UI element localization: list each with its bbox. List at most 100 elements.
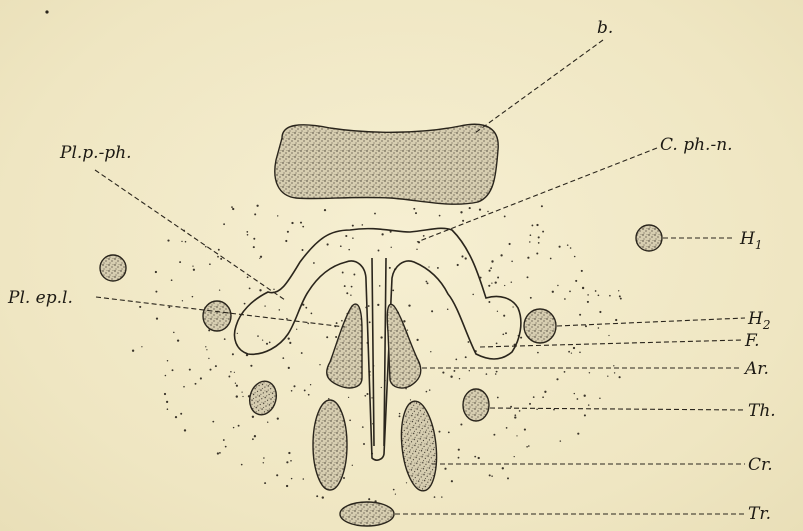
stipple-dot — [156, 318, 158, 320]
stipple-dot — [286, 461, 288, 463]
stipple-dot — [302, 226, 304, 228]
stipple-dot — [219, 289, 220, 290]
stipple-dot — [155, 291, 157, 293]
stipple-dot — [288, 452, 290, 454]
stipple-dot — [223, 439, 225, 441]
stipple-dot — [381, 233, 383, 235]
stipple-dot — [175, 416, 177, 418]
stipple-dot — [303, 478, 305, 480]
stipple-dot — [183, 386, 185, 388]
stipple-dot — [544, 391, 546, 393]
stipple-dot — [322, 496, 324, 498]
stipple-dot — [599, 397, 601, 399]
stipple-dot — [408, 304, 410, 306]
stipple-dot — [165, 375, 167, 377]
stipple-dot — [416, 339, 418, 341]
stipple-dot — [514, 456, 515, 457]
structure-left-round — [100, 255, 126, 281]
stipple-dot — [208, 358, 209, 359]
stipple-dot — [497, 277, 499, 279]
stipple-dot — [266, 343, 268, 345]
structure-th-right — [463, 389, 489, 421]
stipple-dot — [232, 208, 234, 210]
stipple-dot — [167, 408, 169, 410]
stipple-dot — [530, 234, 532, 236]
stipple-dot — [451, 480, 453, 482]
stipple-dot — [614, 372, 615, 373]
stipple-dot — [581, 270, 583, 272]
stipple-dot — [399, 413, 400, 414]
stipple-dot — [304, 389, 306, 391]
stipple-dot — [311, 313, 313, 315]
stipple-dot — [574, 393, 575, 394]
stipple-dot — [527, 276, 529, 278]
structure-ar-left — [327, 304, 362, 388]
stipple-dot — [459, 378, 460, 379]
stipple-dot — [407, 329, 408, 330]
stipple-dot — [447, 308, 449, 310]
stipple-dot — [181, 241, 182, 242]
stipple-dot — [504, 285, 505, 286]
stipple-dot — [374, 213, 376, 215]
stipple-dot — [351, 286, 353, 288]
stipple-dot — [504, 215, 506, 217]
stipple-dot — [430, 351, 431, 352]
stipple-dot — [559, 246, 561, 248]
stipple-dot — [428, 266, 429, 267]
stipple-dot — [276, 474, 278, 476]
stipple-dot — [233, 427, 234, 428]
stipple-dot — [192, 265, 193, 266]
stipple-dot — [441, 496, 442, 497]
stipple-dot — [465, 257, 467, 259]
stipple-dot — [598, 327, 600, 329]
stipple-dot — [185, 241, 187, 243]
stipple-dot — [505, 332, 507, 334]
stipple-dot — [584, 395, 586, 397]
stipple-dot — [537, 352, 539, 354]
stipple-dot — [366, 393, 368, 395]
stipple-dot — [217, 256, 219, 258]
stipple-dot — [215, 365, 217, 367]
stipple-dot — [458, 457, 460, 459]
stipple-dot — [228, 376, 230, 378]
stipple-dot — [164, 393, 166, 395]
stipple-dot — [242, 396, 243, 397]
stipple-dot — [439, 215, 441, 217]
stipple-dot — [269, 342, 271, 344]
stipple-dot — [336, 322, 338, 324]
stipple-dot — [180, 413, 182, 415]
stipple-dot — [519, 410, 521, 412]
stipple-dot — [496, 371, 498, 373]
stipple-dot — [250, 365, 252, 367]
stipple-dot — [307, 323, 309, 325]
stipple-dot — [570, 247, 572, 249]
stipple-dot — [538, 236, 540, 238]
stipple-dot — [488, 301, 490, 303]
structure-ar-right — [387, 304, 421, 388]
stipple-dot — [139, 306, 141, 308]
stipple-dot — [455, 359, 457, 361]
stray-mark — [45, 10, 48, 13]
stipple-dot — [246, 231, 248, 233]
stipple-dot — [557, 285, 558, 286]
stipple-dot — [450, 376, 452, 378]
stipple-dot — [609, 295, 611, 297]
stipple-dot — [403, 320, 405, 322]
stipple-dot — [491, 475, 493, 477]
stipple-dot — [564, 298, 566, 300]
stipple-dot — [259, 289, 261, 291]
stipple-dot — [460, 423, 462, 425]
stipple-dot — [168, 306, 170, 308]
stipple-dot — [615, 319, 617, 321]
stipple-dot — [529, 241, 530, 242]
stipple-dot — [415, 212, 417, 214]
stipple-dot — [241, 391, 242, 392]
stipple-dot — [585, 325, 587, 327]
stipple-dot — [368, 498, 370, 500]
stipple-dot — [335, 336, 337, 338]
stipple-dot — [252, 416, 254, 418]
stipple-dot — [225, 446, 227, 448]
stipple-dot — [444, 468, 446, 470]
stipple-dot — [573, 347, 575, 349]
stipple-dot — [219, 452, 221, 454]
